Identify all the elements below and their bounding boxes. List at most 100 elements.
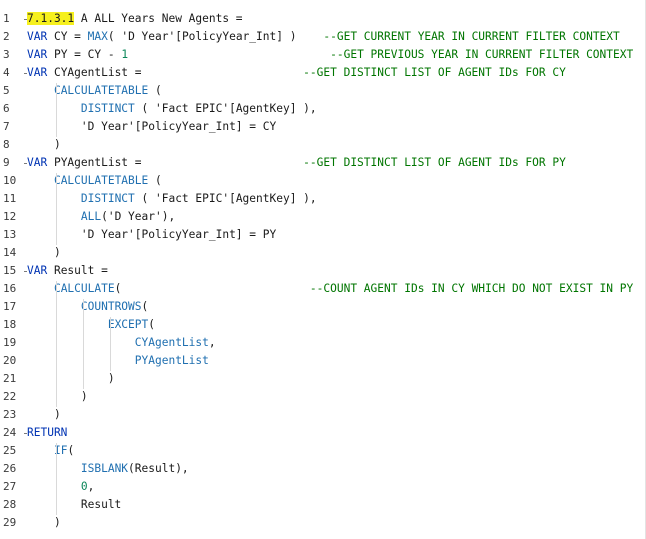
- code-token: [27, 282, 54, 295]
- code-text: PYAgentList: [27, 352, 209, 370]
- code-token: (: [148, 174, 162, 187]
- indent-guide: [55, 173, 57, 245]
- code-line[interactable]: 19 CYAgentList,: [0, 334, 646, 352]
- code-text: ALL('D Year'),: [27, 208, 175, 226]
- line-number: 5: [3, 84, 10, 97]
- code-text: 0,: [27, 478, 95, 496]
- fold-marker-icon[interactable]: [24, 73, 27, 74]
- code-line[interactable]: 25 IF(: [0, 442, 646, 460]
- code-token: [27, 462, 81, 475]
- code-text: VAR PYAgentList = --GET DISTINCT LIST OF…: [27, 154, 566, 172]
- code-line[interactable]: 16 CALCULATE( --COUNT AGENT IDs IN CY WH…: [0, 280, 646, 298]
- code-token: A ALL Years New Agents =: [74, 12, 243, 25]
- code-token: Result =: [47, 264, 108, 277]
- code-token: PYAgentList: [134, 354, 209, 367]
- code-token: 1: [121, 48, 129, 61]
- code-text: RETURN: [27, 424, 67, 442]
- code-token: ): [27, 138, 61, 151]
- code-text: ISBLANK(Result),: [27, 460, 189, 478]
- line-number: 10: [3, 174, 17, 187]
- line-number: 12: [3, 210, 17, 223]
- code-line[interactable]: 23 ): [0, 406, 646, 424]
- code-token: [27, 480, 81, 493]
- code-token: VAR: [27, 66, 48, 79]
- code-token: [27, 174, 54, 187]
- code-token: (: [148, 318, 155, 331]
- indent-guide: [55, 443, 57, 515]
- code-token: RETURN: [27, 426, 68, 439]
- line-number: 1: [3, 12, 10, 25]
- code-token: MAX: [87, 30, 108, 43]
- code-token: 0: [80, 480, 88, 493]
- code-token: (: [141, 300, 149, 313]
- code-token: PYAgentList =: [47, 156, 142, 169]
- code-text: DISTINCT ( 'Fact EPIC'[AgentKey] ),: [27, 100, 317, 118]
- code-line[interactable]: 7 'D Year'[PolicyYear_Int] = CY: [0, 118, 646, 136]
- code-line[interactable]: 6 DISTINCT ( 'Fact EPIC'[AgentKey] ),: [0, 100, 646, 118]
- code-text: ): [27, 136, 61, 154]
- code-token: ( 'D Year'[PolicyYear_Int] ): [107, 30, 297, 43]
- code-line[interactable]: 28 Result: [0, 496, 646, 514]
- code-line[interactable]: 8 ): [0, 136, 646, 154]
- indent-guide: [82, 299, 84, 389]
- line-number: 13: [3, 228, 17, 241]
- code-line[interactable]: 18 EXCEPT(: [0, 316, 646, 334]
- line-number: 19: [3, 336, 17, 349]
- code-token: EXCEPT: [107, 318, 149, 331]
- code-token: ,: [87, 480, 95, 493]
- code-text: VAR CYAgentList = --GET DISTINCT LIST OF…: [27, 64, 566, 82]
- code-line[interactable]: 17 COUNTROWS(: [0, 298, 646, 316]
- code-line[interactable]: 20 PYAgentList: [0, 352, 646, 370]
- code-line[interactable]: 21 ): [0, 370, 646, 388]
- code-line[interactable]: 26 ISBLANK(Result),: [0, 460, 646, 478]
- code-line[interactable]: 22 ): [0, 388, 646, 406]
- code-line[interactable]: 4 VAR CYAgentList = --GET DISTINCT LIST O…: [0, 64, 646, 82]
- code-text: VAR Result =: [27, 262, 108, 280]
- code-text: CYAgentList,: [27, 334, 216, 352]
- line-number: 22: [3, 390, 17, 403]
- code-text: COUNTROWS(: [27, 298, 148, 316]
- code-text: ): [27, 388, 88, 406]
- code-text: ): [27, 406, 61, 424]
- line-number: 4: [3, 66, 10, 79]
- code-token: CALCULATE: [53, 282, 115, 295]
- code-token: 'D Year'[PolicyYear_Int] = PY: [27, 228, 277, 241]
- code-token: Result: [27, 498, 122, 511]
- code-comment: --GET DISTINCT LIST OF AGENT IDs FOR PY: [141, 156, 566, 169]
- code-token: [27, 354, 135, 367]
- code-token: ( 'Fact EPIC'[AgentKey] ),: [134, 192, 317, 205]
- code-token: (: [67, 444, 75, 457]
- code-line[interactable]: 5 CALCULATETABLE (: [0, 82, 646, 100]
- code-line[interactable]: 10 CALCULATETABLE (: [0, 172, 646, 190]
- code-text: 'D Year'[PolicyYear_Int] = PY: [27, 226, 276, 244]
- fold-marker-icon[interactable]: [24, 433, 27, 434]
- code-token: DISTINCT: [80, 192, 135, 205]
- code-token: (: [148, 84, 162, 97]
- code-token: [27, 336, 135, 349]
- line-number: 29: [3, 516, 17, 529]
- line-number: 24: [3, 426, 17, 439]
- code-line[interactable]: 27 0,: [0, 478, 646, 496]
- code-text: CALCULATETABLE (: [27, 172, 162, 190]
- code-token: [27, 300, 81, 313]
- code-text: VAR PY = CY - 1 --GET PREVIOUS YEAR IN C…: [27, 46, 633, 64]
- code-line[interactable]: 12 ALL('D Year'),: [0, 208, 646, 226]
- code-line[interactable]: 24 RETURN: [0, 424, 646, 442]
- line-number: 27: [3, 480, 17, 493]
- fold-marker-icon[interactable]: [24, 19, 27, 20]
- code-line[interactable]: 11 DISTINCT ( 'Fact EPIC'[AgentKey] ),: [0, 190, 646, 208]
- fold-marker-icon[interactable]: [24, 163, 27, 164]
- code-line[interactable]: 29 ): [0, 514, 646, 532]
- fold-marker-icon[interactable]: [24, 271, 27, 272]
- code-token: VAR: [27, 48, 48, 61]
- code-line[interactable]: 14 ): [0, 244, 646, 262]
- code-token: CYAgentList: [134, 336, 209, 349]
- code-line[interactable]: 13 'D Year'[PolicyYear_Int] = PY: [0, 226, 646, 244]
- code-text: IF(: [27, 442, 74, 460]
